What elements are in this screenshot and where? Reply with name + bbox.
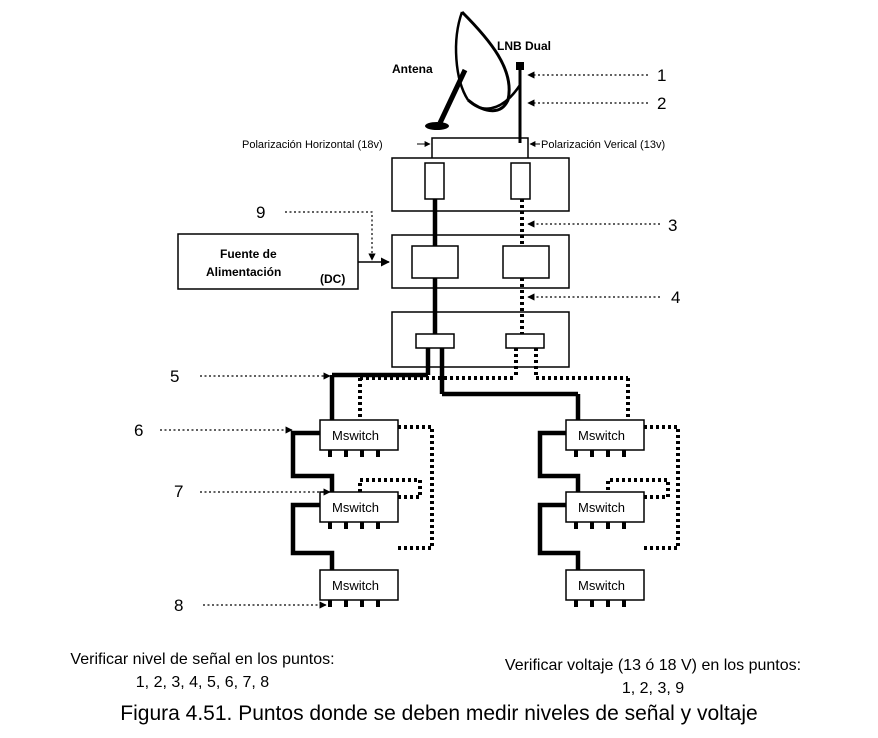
- horizontal-signal-path: [290, 199, 581, 570]
- satellite-dish-icon: [425, 10, 524, 143]
- multiswitch-right-2: Mswitch: [565, 491, 645, 529]
- multiswitch-label: Mswitch: [332, 428, 379, 443]
- splitter-h-block: [415, 333, 455, 349]
- multiswitch-right-1: Mswitch: [565, 419, 645, 457]
- measurement-leaders: [160, 71, 660, 609]
- lnb-dual-label: LNB Dual: [497, 39, 551, 53]
- signal-check-note: Verificar nivel de señal en los puntos: …: [0, 648, 405, 694]
- multiswitch-right-3: Mswitch: [565, 569, 645, 607]
- multiswitch-label: Mswitch: [578, 428, 625, 443]
- point-7-label: 7: [174, 482, 183, 501]
- multiswitch-label: Mswitch: [332, 500, 379, 515]
- point-5-label: 5: [170, 367, 179, 386]
- vertical-signal-path: [358, 199, 680, 550]
- point-2-label: 2: [657, 94, 666, 113]
- figure-caption: Figura 4.51. Puntos donde se deben medir…: [120, 702, 758, 725]
- voltage-check-note: Verificar voltaje (13 ó 18 V) en los pun…: [440, 654, 866, 700]
- multiswitch-label: Mswitch: [332, 578, 379, 593]
- point-6-label: 6: [134, 421, 143, 440]
- signal-check-title: Verificar nivel de señal en los puntos:: [70, 651, 335, 668]
- voltage-check-points: 1, 2, 3, 9: [621, 680, 685, 697]
- pol-horizontal-label: Polarización Horizontal (18v): [242, 139, 383, 151]
- power-supply-dc-label: (DC): [320, 272, 345, 286]
- point-9-label: 9: [256, 203, 265, 222]
- signal-check-points: 1, 2, 3, 4, 5, 6, 7, 8: [135, 674, 270, 691]
- amp-h-block: [411, 245, 459, 279]
- power-supply-label-2: Alimentación: [206, 265, 281, 279]
- multiswitch-label: Mswitch: [578, 578, 625, 593]
- antenna-label: Antena: [392, 62, 433, 76]
- lnb-combiner-box: [391, 157, 570, 212]
- amp-v-block: [502, 245, 550, 279]
- channel-v-block: [510, 162, 531, 200]
- splitter-box: [391, 311, 570, 368]
- amplifier-box: [391, 234, 570, 289]
- power-supply-label-1: Fuente de: [220, 247, 277, 261]
- pol-vertical-label: Polarización Verical (13v): [541, 139, 665, 151]
- multiswitch-left-1: Mswitch: [319, 419, 399, 457]
- point-8-label: 8: [174, 596, 183, 615]
- point-3-label: 3: [668, 216, 677, 235]
- voltage-check-title: Verificar voltaje (13 ó 18 V) en los pun…: [504, 657, 802, 674]
- point-4-label: 4: [671, 288, 680, 307]
- splitter-v-block: [505, 333, 545, 349]
- multiswitch-label: Mswitch: [578, 500, 625, 515]
- lnb-output-lines: [431, 137, 529, 158]
- channel-h-block: [424, 162, 445, 200]
- multiswitch-left-2: Mswitch: [319, 491, 399, 529]
- point-1-label: 1: [657, 66, 666, 85]
- multiswitch-left-3: Mswitch: [319, 569, 399, 607]
